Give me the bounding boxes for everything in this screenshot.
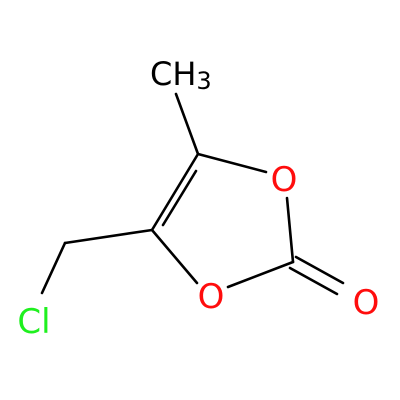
bonds (40, 92, 345, 296)
bond-c2-o-double-a (294, 255, 345, 285)
methyl-label: CH3 (150, 55, 212, 95)
bond-c2-o1 (226, 260, 295, 289)
ring-oxygen-right-label: O (271, 160, 298, 200)
bond-c5-ch2 (63, 228, 154, 245)
bond-ch2-cl (40, 241, 67, 295)
carbonyl-oxygen-label: O (353, 283, 380, 323)
ring-oxygen-left-label: O (198, 277, 225, 317)
bond-c4-c5-double-inner (161, 169, 198, 227)
bond-c2-o-double-b (288, 266, 339, 296)
bond-methyl-c4 (174, 92, 200, 156)
bond-o3-c2 (285, 196, 295, 264)
methyl-subscript-text: 3 (196, 67, 211, 95)
bond-c4-o3 (196, 152, 268, 174)
bond-c4-c5-double-outer (150, 152, 200, 232)
chlorine-label: Cl (17, 302, 50, 342)
methyl-carbon-text: CH (150, 55, 196, 93)
atom-labels: CH3 O O O Cl (17, 55, 379, 342)
bond-o1-c5 (150, 228, 199, 285)
